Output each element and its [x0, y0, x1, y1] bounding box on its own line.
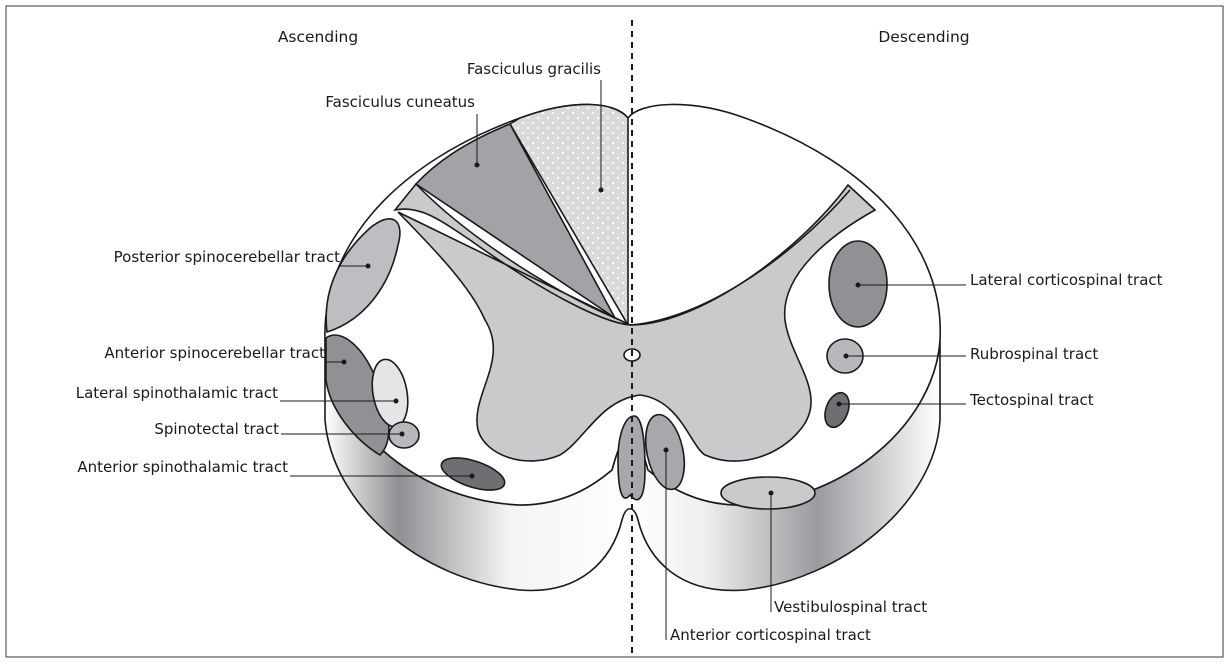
marker-posterior-spinocerebellar: [366, 264, 371, 269]
marker-fasciculus-cuneatus: [475, 163, 480, 168]
marker-anterior-corticospinal: [664, 448, 669, 453]
marker-vestibulospinal: [769, 491, 774, 496]
label-tectospinal: Tectospinal tract: [969, 391, 1094, 409]
label-fasciculus-gracilis: Fasciculus gracilis: [467, 60, 601, 78]
marker-rubrospinal: [844, 354, 849, 359]
header-descending: Descending: [878, 28, 969, 46]
marker-anterior-spinocerebellar: [342, 360, 347, 365]
marker-tectospinal: [837, 402, 842, 407]
label-spinotectal: Spinotectal tract: [154, 420, 279, 438]
label-anterior-spinothalamic: Anterior spinothalamic tract: [77, 458, 288, 476]
marker-anterior-spinothalamic: [470, 474, 475, 479]
label-posterior-spinocerebellar: Posterior spinocerebellar tract: [114, 248, 340, 266]
label-lateral-spinothalamic: Lateral spinothalamic tract: [76, 384, 278, 402]
label-anterior-corticospinal: Anterior corticospinal tract: [670, 626, 871, 644]
label-lateral-corticospinal: Lateral corticospinal tract: [970, 271, 1163, 289]
header-ascending: Ascending: [278, 28, 358, 46]
label-anterior-spinocerebellar: Anterior spinocerebellar tract: [104, 344, 325, 362]
marker-spinotectal: [400, 432, 405, 437]
vestibulospinal-region: [721, 477, 815, 509]
marker-fasciculus-gracilis: [599, 188, 604, 193]
label-fasciculus-cuneatus: Fasciculus cuneatus: [325, 93, 475, 111]
marker-lateral-corticospinal: [856, 283, 861, 288]
label-rubrospinal: Rubrospinal tract: [970, 345, 1098, 363]
marker-lateral-spinothalamic: [394, 399, 399, 404]
label-vestibulospinal: Vestibulospinal tract: [774, 598, 927, 616]
